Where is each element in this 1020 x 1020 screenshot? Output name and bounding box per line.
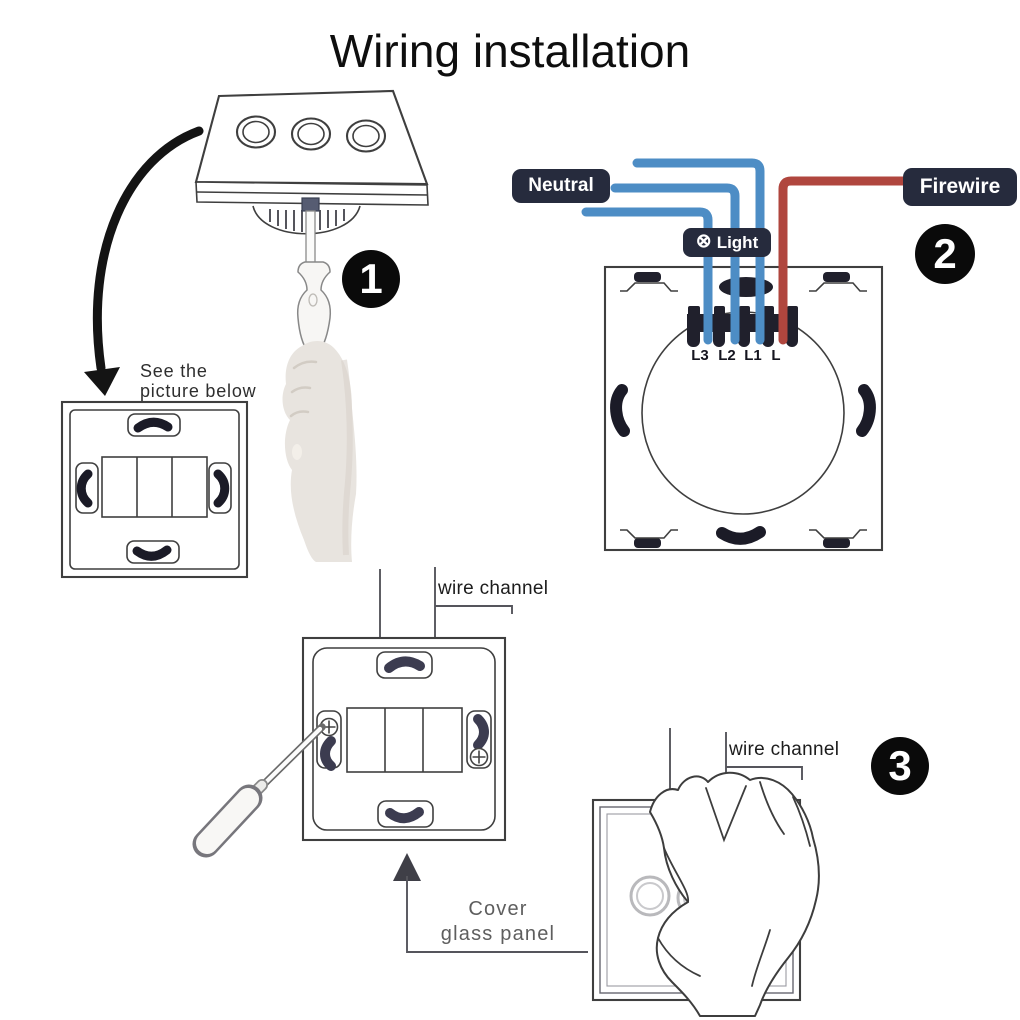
neutral-wire-1: [632, 158, 765, 345]
light-label: ⊗ Light: [683, 228, 771, 257]
middle-wire-channel-callout: [379, 567, 513, 638]
step1-back-panel-art: [60, 400, 249, 579]
light-label-text: Light: [716, 232, 759, 252]
lamp-icon: ⊗: [695, 231, 712, 252]
vent-lines: [269, 209, 345, 232]
cover-label-line1: Cover: [468, 898, 528, 920]
step3-wire-channel-label: wire channel: [729, 739, 840, 760]
step1-switch-front-art: [194, 89, 429, 235]
curved-arrow-icon: [84, 126, 204, 396]
cover-arrow-icon: [393, 853, 588, 953]
terminal-label-l3: L3: [691, 347, 709, 364]
terminal-label-l1: L1: [744, 347, 762, 364]
cover-label-line2: glass panel: [440, 923, 556, 945]
page-title: Wiring installation: [329, 25, 691, 77]
screwdriver-icon: [192, 723, 326, 858]
fire-wire: [778, 176, 909, 345]
step2-badge: 2: [915, 224, 975, 284]
neutral-wire-2: [610, 183, 740, 345]
terminal-block: [687, 306, 798, 347]
hand-placing-panel: [649, 771, 820, 1017]
terminal-label-l: L: [771, 347, 781, 364]
wires: [581, 158, 909, 345]
step1-note-line1: See the: [140, 361, 208, 381]
screw-icon: [469, 747, 489, 767]
step1-note: See the picture below: [140, 361, 256, 401]
step1-badge: 1: [342, 250, 400, 308]
middle-back-panel-art: [301, 636, 507, 842]
hand-holding-tool: [282, 341, 357, 562]
step2-back-panel-art: [603, 265, 884, 552]
firewire-label: Firewire: [903, 168, 1017, 206]
middle-wire-channel-label: wire channel: [438, 578, 549, 599]
neutral-wire-3: [581, 207, 713, 345]
release-slot: [301, 197, 320, 212]
touch-ring-icons: [235, 115, 387, 153]
corner-clips: [620, 272, 867, 548]
cover-glass-panel-label: Cover glass panel: [400, 897, 596, 947]
step3-badge: 3: [871, 737, 929, 795]
step1-note-line2: picture below: [140, 381, 257, 401]
terminal-label-l2: L2: [718, 347, 736, 364]
neutral-label: Neutral: [512, 169, 610, 203]
